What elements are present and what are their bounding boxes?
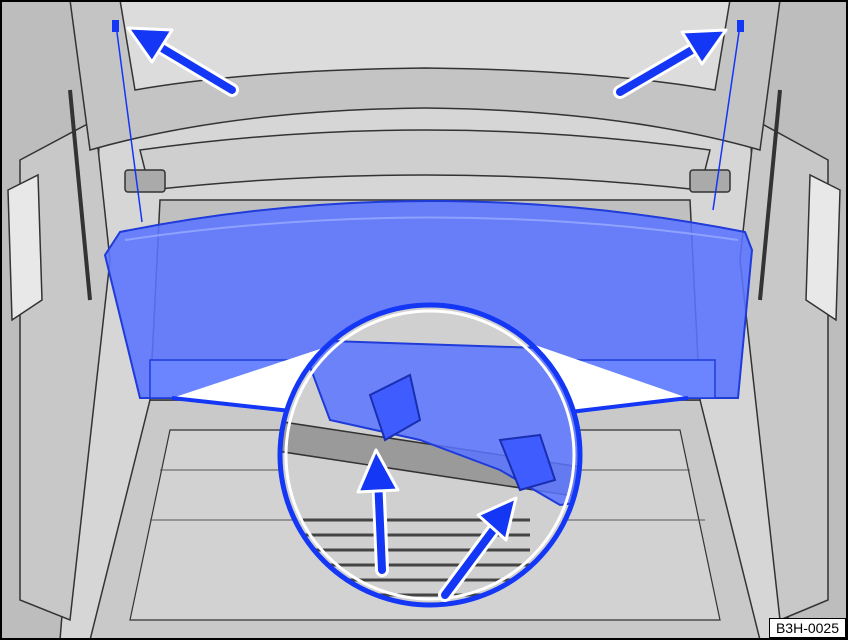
figure-code-label: B3H-0025 xyxy=(769,618,846,638)
